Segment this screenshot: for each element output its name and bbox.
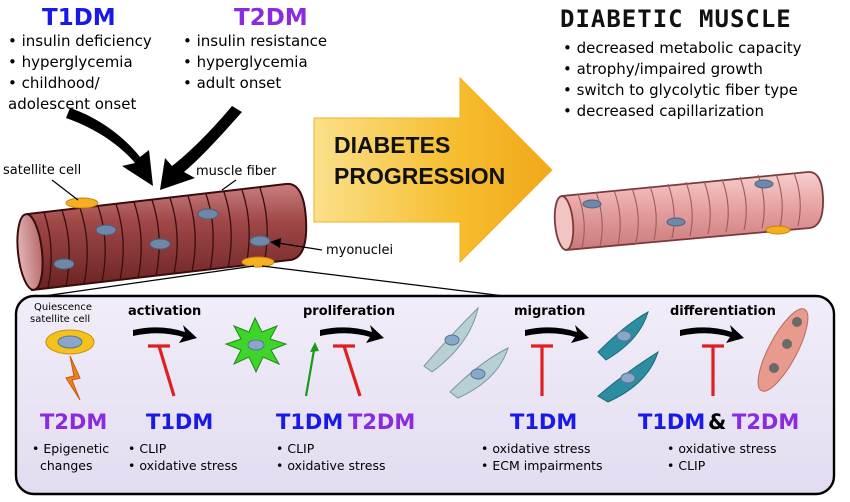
t2dm-title: T2DM bbox=[234, 5, 308, 31]
g5-ampersand: & bbox=[708, 410, 727, 434]
quiescence-label-2: satellite cell bbox=[30, 314, 91, 325]
myonuclei-healthy bbox=[53, 208, 271, 270]
diabetic-satellite-cell bbox=[765, 225, 791, 235]
t2dm-bullet-3: • adult onset bbox=[183, 74, 282, 92]
g3-item-2: • oxidative stress bbox=[276, 458, 386, 473]
step-migration: migration bbox=[514, 304, 586, 319]
diabetic-bullet-3: • switch to glycolytic fiber type bbox=[563, 81, 798, 99]
progression-line-1: DIABETES bbox=[334, 132, 451, 158]
activation-arrow bbox=[133, 325, 197, 343]
zoom-line-left bbox=[29, 265, 255, 299]
t1dm-bullet-1: • insulin deficiency bbox=[8, 32, 152, 50]
t1dm-bullet-3: • childhood/ bbox=[8, 74, 100, 92]
muscle-fiber-label: muscle fiber bbox=[196, 164, 277, 179]
t2dm-bullet-2: • hyperglycemia bbox=[183, 53, 308, 71]
satellite-cell-bottom bbox=[241, 256, 275, 268]
g5-item-1: • oxidative stress bbox=[667, 441, 777, 456]
t1dm-bullet-3-cont: adolescent onset bbox=[8, 95, 137, 113]
muscle-fiber-pointer bbox=[221, 179, 237, 191]
step-differentiation: differentiation bbox=[670, 304, 776, 319]
differentiation-arrow bbox=[680, 325, 744, 343]
inhibit-differentiation bbox=[702, 344, 724, 396]
satellite-cell-panel bbox=[14, 294, 836, 496]
proliferating-cells bbox=[423, 306, 509, 399]
g3-t2dm-title: T2DM bbox=[348, 410, 416, 434]
g4-item-1: • oxidative stress bbox=[481, 441, 591, 456]
g5-t1dm-title: T1DM bbox=[638, 410, 706, 434]
myonuclei-pointer bbox=[270, 238, 323, 251]
progression-line-2: PROGRESSION bbox=[334, 163, 506, 189]
healthy-muscle-fiber bbox=[16, 182, 308, 292]
quiescent-satellite-cell bbox=[45, 329, 95, 355]
g1-item-2: changes bbox=[40, 458, 93, 473]
satellite-cell-label: satellite cell bbox=[3, 163, 82, 178]
diabetic-bullet-2: • atrophy/impaired growth bbox=[563, 60, 763, 78]
zoom-line-right bbox=[261, 265, 521, 299]
migrating-cells bbox=[597, 310, 659, 403]
migration-arrow bbox=[525, 325, 589, 343]
t1dm-pointer-arrow bbox=[66, 108, 153, 186]
step-activation: activation bbox=[128, 304, 202, 319]
g3-t1dm-title: T1DM bbox=[276, 410, 344, 434]
lightning-bolt bbox=[65, 355, 81, 401]
g2-t1dm-title: T1DM bbox=[146, 410, 214, 434]
step-proliferation: proliferation bbox=[303, 304, 396, 319]
inhibit-migration bbox=[531, 344, 553, 396]
inhibit-activation bbox=[148, 344, 176, 397]
g2-item-1: • CLIP bbox=[128, 441, 167, 456]
diabetic-muscle-fiber bbox=[553, 171, 824, 251]
myonuclei-label: myonuclei bbox=[326, 243, 394, 258]
g5-t2dm-title: T2DM bbox=[732, 410, 800, 434]
g1-item-1: • Epigenetic bbox=[32, 441, 110, 456]
satellite-cell-pointer bbox=[51, 179, 79, 201]
myotube bbox=[757, 308, 809, 392]
diabetic-bullet-4: • decreased capillarization bbox=[563, 102, 764, 120]
promote-proliferation bbox=[304, 342, 319, 397]
satellite-cell-top bbox=[65, 197, 99, 209]
myonuclei-diabetic bbox=[582, 179, 774, 227]
g5-item-2: • CLIP bbox=[667, 458, 706, 473]
progression-arrow bbox=[313, 76, 553, 264]
proliferation-arrow bbox=[320, 325, 384, 343]
t2dm-bullet-1: • insulin resistance bbox=[183, 32, 328, 50]
g4-item-2: • ECM impairments bbox=[481, 458, 603, 473]
g4-t1dm-title: T1DM bbox=[510, 410, 578, 434]
activated-cell bbox=[224, 316, 288, 374]
diabetic-muscle-title: DIABETIC MUSCLE bbox=[560, 5, 792, 33]
t1dm-title: T1DM bbox=[42, 5, 116, 31]
g2-item-2: • oxidative stress bbox=[128, 458, 238, 473]
quiescence-label-1: Quiescence bbox=[34, 302, 92, 313]
inhibit-proliferation bbox=[333, 344, 362, 397]
t1dm-bullet-2: • hyperglycemia bbox=[8, 53, 133, 71]
diabetic-bullet-1: • decreased metabolic capacity bbox=[563, 39, 802, 57]
t2dm-pointer-arrow bbox=[160, 106, 242, 190]
g1-t2dm-title: T2DM bbox=[40, 410, 108, 434]
g3-item-1: • CLIP bbox=[276, 441, 315, 456]
